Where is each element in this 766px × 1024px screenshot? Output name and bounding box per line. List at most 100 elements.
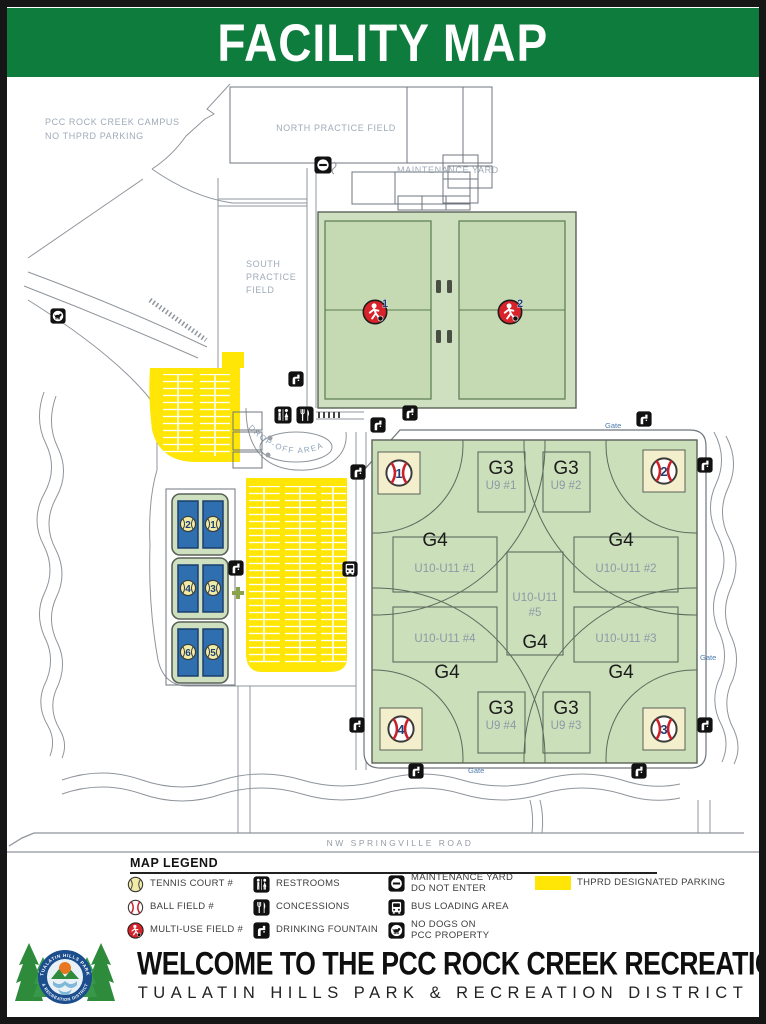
- drinking-fountain-icon: [402, 405, 418, 421]
- multi-use-fields: 1 2: [317, 211, 577, 409]
- springville-road: NW SPRINGVILLE ROAD: [7, 832, 759, 853]
- svg-text:G4: G4: [608, 530, 634, 551]
- multi-use-field-1-icon: 1: [362, 298, 388, 325]
- svg-text:U10-U11 #3: U10-U11 #3: [595, 633, 656, 645]
- south-practice-field-label: SOUTH PRACTICE FIELD: [246, 259, 296, 295]
- road-label: NW SPRINGVILLE ROAD: [327, 838, 474, 848]
- page-title: FACILITY MAP: [217, 12, 549, 73]
- parking-swatch: [535, 876, 571, 890]
- svg-text:PRACTICE: PRACTICE: [246, 272, 296, 282]
- bus-icon: [388, 899, 405, 916]
- tennis-ball-icon: [127, 876, 144, 893]
- gate-label-top: Gate: [605, 421, 621, 430]
- svg-text:SOUTH: SOUTH: [246, 259, 281, 269]
- no-dogs-icon: [388, 922, 405, 939]
- thprd-logo: TUALATIN HILLS PARK & RECREATION DISTRIC…: [15, 943, 115, 1011]
- tennis-block-1: 2 1: [171, 493, 229, 556]
- ball-field-4: 4: [379, 707, 423, 751]
- drinking-fountain-icon: [228, 560, 244, 576]
- svg-text:6: 6: [185, 648, 191, 659]
- concessions-icon: [253, 899, 270, 916]
- drinking-fountain-icon: [697, 457, 713, 473]
- svg-text:2: 2: [185, 520, 191, 531]
- svg-text:1: 1: [382, 298, 388, 310]
- svg-text:G4: G4: [608, 662, 634, 683]
- svg-text:G3: G3: [488, 458, 513, 479]
- ball-field-complex: G3 U9 #1 G3 U9 #2 G4 U10-U11 #1 G4 U10-U…: [363, 421, 716, 775]
- field-labels: G3 U9 #1 G3 U9 #2 G4 U10-U11 #1 G4 U10-U…: [414, 458, 656, 732]
- drinking-fountain-icon: [350, 464, 366, 480]
- svg-text:#5: #5: [529, 607, 542, 619]
- header-bar: FACILITY MAP: [7, 8, 759, 77]
- svg-text:G3: G3: [553, 698, 578, 719]
- multi-use-field-2-icon: 2: [497, 298, 523, 325]
- tennis-courts: 2 1 4 3 6 5: [165, 488, 244, 686]
- legend-item-restrooms: RESTROOMS: [253, 876, 340, 893]
- svg-text:U9 #3: U9 #3: [551, 720, 582, 732]
- gate-label-right: Gate: [700, 653, 716, 662]
- svg-text:2: 2: [660, 464, 667, 479]
- drinking-fountain-icon: [408, 763, 424, 779]
- legend-item-multiuse: MULTI-USE FIELD #: [127, 922, 243, 939]
- thprd-parking-main-lot: [246, 478, 347, 672]
- north-practice-label: NORTH PRACTICE FIELD: [276, 123, 396, 133]
- legend-item-tennis: TENNIS COURT #: [127, 876, 233, 893]
- drinking-fountain-icon: [349, 717, 365, 733]
- svg-text:NO THPRD PARKING: NO THPRD PARKING: [45, 131, 144, 141]
- no-dogs-icon: [50, 308, 66, 324]
- svg-text:FIELD: FIELD: [246, 285, 275, 295]
- creeks-and-trails: [36, 391, 739, 834]
- concessions-icon: [296, 406, 314, 424]
- svg-text:G4: G4: [434, 662, 460, 683]
- welcome-title: WELCOME TO THE PCC ROCK CREEK RECREATION…: [137, 945, 759, 982]
- tennis-block-3: 6 5: [171, 621, 229, 684]
- campus-label: PCC ROCK CREEK CAMPUS NO THPRD PARKING: [45, 117, 180, 141]
- maintenance-yard: MAINTENANCE YARD: [314, 154, 499, 211]
- svg-text:G3: G3: [553, 458, 578, 479]
- legend-item-fountain: DRINKING FOUNTAIN: [253, 922, 378, 939]
- drinking-fountain-icon: [253, 922, 270, 939]
- svg-text:U10-U11 #4: U10-U11 #4: [414, 633, 476, 645]
- legend-title: MAP LEGEND: [130, 856, 219, 870]
- svg-text:G4: G4: [422, 530, 448, 551]
- svg-text:2: 2: [517, 298, 523, 310]
- drinking-fountain-icon: [288, 371, 304, 387]
- bus-loading-icon: [342, 561, 358, 577]
- svg-text:U10-U11 #2: U10-U11 #2: [595, 563, 656, 575]
- drinking-fountain-icon: [370, 417, 386, 433]
- svg-text:3: 3: [210, 584, 216, 595]
- district-subtitle: TUALATIN HILLS PARK & RECREATION DISTRIC…: [137, 984, 749, 1002]
- legend-item-concessions: CONCESSIONS: [253, 899, 350, 916]
- do-not-enter-icon: [388, 875, 405, 892]
- ball-field-2: 2: [642, 449, 686, 493]
- svg-text:U9 #1: U9 #1: [486, 480, 517, 492]
- ball-field-1: 1: [377, 451, 421, 495]
- svg-text:U10-U11 #1: U10-U11 #1: [414, 563, 475, 575]
- svg-text:U10-U11: U10-U11: [512, 592, 557, 604]
- facility-map: NORTH PRACTICE FIELD PCC ROCK CREEK CAMP…: [7, 83, 759, 853]
- legend-rule: [130, 872, 657, 874]
- svg-text:3: 3: [660, 722, 667, 737]
- svg-text:1: 1: [210, 520, 216, 531]
- svg-text:5: 5: [210, 648, 216, 659]
- svg-text:1: 1: [395, 466, 402, 481]
- drinking-fountain-icon: [631, 763, 647, 779]
- restrooms-icon: [274, 406, 292, 424]
- legend-item-bus: BUS LOADING AREA: [388, 899, 509, 916]
- svg-text:G4: G4: [522, 632, 548, 653]
- multi-use-icon: [127, 922, 144, 939]
- svg-text:U9 #2: U9 #2: [551, 480, 582, 492]
- svg-text:PCC ROCK CREEK CAMPUS: PCC ROCK CREEK CAMPUS: [45, 117, 180, 127]
- do-not-enter-icon: [314, 156, 332, 174]
- legend-item-parking: THPRD DESIGNATED PARKING: [535, 876, 725, 890]
- svg-text:4: 4: [397, 722, 405, 737]
- svg-text:4: 4: [185, 584, 191, 595]
- drinking-fountain-icon: [697, 717, 713, 733]
- svg-text:U9 #4: U9 #4: [486, 720, 517, 732]
- maintenance-yard-label: MAINTENANCE YARD: [397, 165, 499, 175]
- tennis-block-2: 4 3: [171, 557, 229, 620]
- thprd-parking-north-lot: [149, 352, 244, 462]
